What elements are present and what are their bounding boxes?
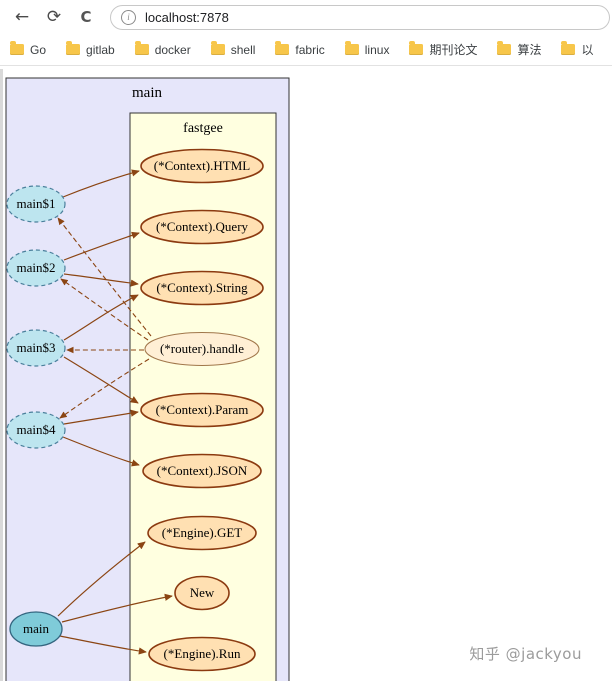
bookmark-algorithms[interactable]: 算法: [497, 41, 541, 58]
node-engine-get-label: (*Engine).GET: [162, 525, 243, 540]
folder-icon: [134, 41, 149, 55]
bookmark-label: fabric: [295, 42, 325, 57]
node-router-handle: (*router).handle: [144, 332, 260, 366]
zhihu-watermark: 知乎 @jackyou: [469, 645, 582, 663]
folder-icon: [275, 41, 290, 55]
node-context-html-label: (*Context).HTML: [154, 158, 250, 173]
node-context-html: (*Context).HTML: [140, 148, 264, 184]
bookmark-label: 期刊论文: [429, 43, 478, 57]
node-engine-run: (*Engine).Run: [148, 636, 256, 672]
node-engine-run-label: (*Engine).Run: [164, 646, 241, 661]
bookmark-label: 以: [581, 43, 594, 57]
node-main2: main$2: [6, 249, 66, 287]
edge-main-run: [59, 635, 147, 655]
cluster-main-label: main: [132, 85, 162, 101]
bookmark-journal-papers[interactable]: 期刊论文: [409, 41, 477, 58]
edge-handle-main4: [59, 358, 150, 419]
folder-icon: [409, 41, 424, 55]
url-text: localhost:7878: [145, 9, 229, 25]
node-main1-label: main$1: [17, 196, 56, 211]
back-button[interactable]: ←: [6, 2, 38, 32]
window-left-edge: [0, 69, 3, 681]
node-main: main: [9, 611, 63, 647]
node-context-string-label: (*Context).String: [156, 280, 248, 295]
edge-main2-query: [63, 231, 140, 261]
folder-icon: [66, 41, 81, 55]
edge-handle-main1: [57, 217, 152, 337]
node-main4-label: main$4: [17, 422, 56, 437]
node-router-handle-label: (*router).handle: [160, 341, 244, 356]
back-icon: ←: [14, 7, 30, 27]
node-context-json-label: (*Context).JSON: [157, 463, 248, 478]
address-bar[interactable]: i localhost:7878: [110, 4, 610, 30]
node-context-query-label: (*Context).Query: [156, 219, 249, 234]
node-main3: main$3: [6, 329, 66, 367]
edge-main1-html: [62, 169, 140, 198]
bookmark-label: gitlab: [86, 42, 115, 57]
node-main2-label: main$2: [17, 260, 56, 275]
node-engine-get: (*Engine).GET: [147, 515, 257, 551]
page-content: main fastgee: [0, 66, 612, 686]
bookmark-shell[interactable]: shell: [210, 41, 256, 57]
node-context-string: (*Context).String: [140, 270, 264, 306]
node-main4: main$4: [6, 411, 66, 449]
reload-icon: C: [80, 8, 92, 26]
folder-icon: [497, 41, 512, 55]
folder-icon: [10, 41, 24, 55]
edge-main4-json: [62, 436, 140, 467]
edge-main-get: [57, 541, 146, 617]
bookmark-truncated[interactable]: 以: [561, 41, 594, 58]
refresh-button[interactable]: ⟳: [38, 2, 70, 32]
node-context-param-label: (*Context).Param: [156, 402, 249, 417]
node-context-query: (*Context).Query: [140, 209, 264, 245]
node-main-label: main: [23, 621, 49, 636]
cluster-fastgee-label: fastgee: [183, 121, 223, 136]
edge-main2-string: [63, 273, 139, 287]
edge-main4-param: [63, 409, 139, 425]
edge-handle-main2: [60, 278, 149, 341]
bookmark-linux[interactable]: linux: [344, 41, 390, 57]
folder-icon: [561, 41, 576, 55]
node-new-label: New: [190, 585, 215, 600]
edge-main3-param: [63, 356, 139, 404]
bookmark-label: shell: [230, 42, 256, 57]
bookmark-label: Go: [30, 42, 47, 57]
node-context-json: (*Context).JSON: [142, 453, 262, 489]
folder-icon: [344, 41, 359, 55]
node-context-param: (*Context).Param: [140, 392, 264, 428]
callgraph-svg: main fastgee: [0, 69, 290, 686]
bookmark-label: 算法: [517, 43, 542, 57]
folder-icon: [210, 41, 225, 55]
edge-main3-string: [63, 294, 139, 341]
bookmark-docker[interactable]: docker: [134, 41, 191, 57]
edge-main-new: [61, 593, 173, 623]
call-edges-dashed: [57, 217, 152, 419]
bookmark-gitlab[interactable]: gitlab: [66, 41, 115, 57]
node-new: New: [174, 575, 230, 611]
node-main1: main$1: [6, 185, 66, 223]
refresh-icon: ⟳: [46, 7, 62, 27]
bookmark-label: linux: [364, 42, 390, 57]
call-edges-solid: [57, 169, 173, 655]
bookmark-fabric[interactable]: fabric: [275, 41, 325, 57]
page-info-icon[interactable]: i: [121, 9, 136, 25]
bookmarks-bar: Go gitlab docker shell fabric linux 期刊论文…: [0, 34, 612, 66]
browser-toolbar: ← ⟳ C i localhost:7878: [0, 0, 612, 34]
bookmark-label: docker: [154, 42, 191, 57]
reload-button[interactable]: C: [70, 2, 102, 32]
node-main3-label: main$3: [17, 340, 56, 355]
bookmark-go[interactable]: Go: [10, 41, 47, 57]
